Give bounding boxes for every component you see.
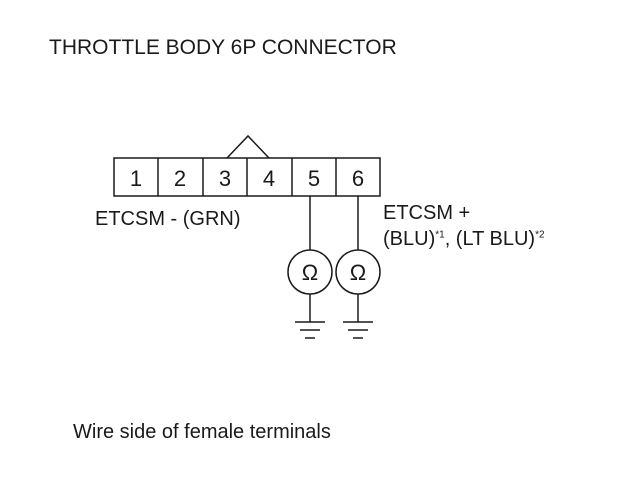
terminal-6-label-line1: ETCSM +	[383, 202, 471, 224]
connector-key	[226, 134, 270, 159]
footnote-marker-1: *1	[435, 229, 445, 241]
wire-color-lt-blu: , (LT BLU)	[444, 228, 536, 250]
ground-symbol-right	[343, 321, 373, 339]
terminal-6: 6	[352, 166, 364, 191]
ohm-symbol-right: Ω	[350, 260, 366, 285]
terminal-5: 5	[308, 166, 320, 191]
diagram-title: THROTTLE BODY 6P CONNECTOR	[49, 36, 397, 59]
terminal-6-label-line2: (BLU)*1, (LT BLU)*2	[383, 226, 545, 252]
wire-color-blu: (BLU)	[383, 228, 436, 250]
terminal-3: 3	[219, 166, 231, 191]
terminal-1: 1	[130, 166, 142, 191]
terminal-2: 2	[174, 166, 186, 191]
terminal-5-label: ETCSM - (GRN)	[95, 208, 241, 230]
ground-symbol-left	[295, 321, 325, 339]
view-caption: Wire side of female terminals	[73, 421, 331, 443]
footnote-marker-2: *2	[535, 229, 545, 241]
terminal-4: 4	[263, 166, 275, 191]
ohm-symbol-left: Ω	[302, 260, 318, 285]
terminal-6-label: ETCSM + (BLU)*1, (LT BLU)*2	[383, 200, 545, 252]
